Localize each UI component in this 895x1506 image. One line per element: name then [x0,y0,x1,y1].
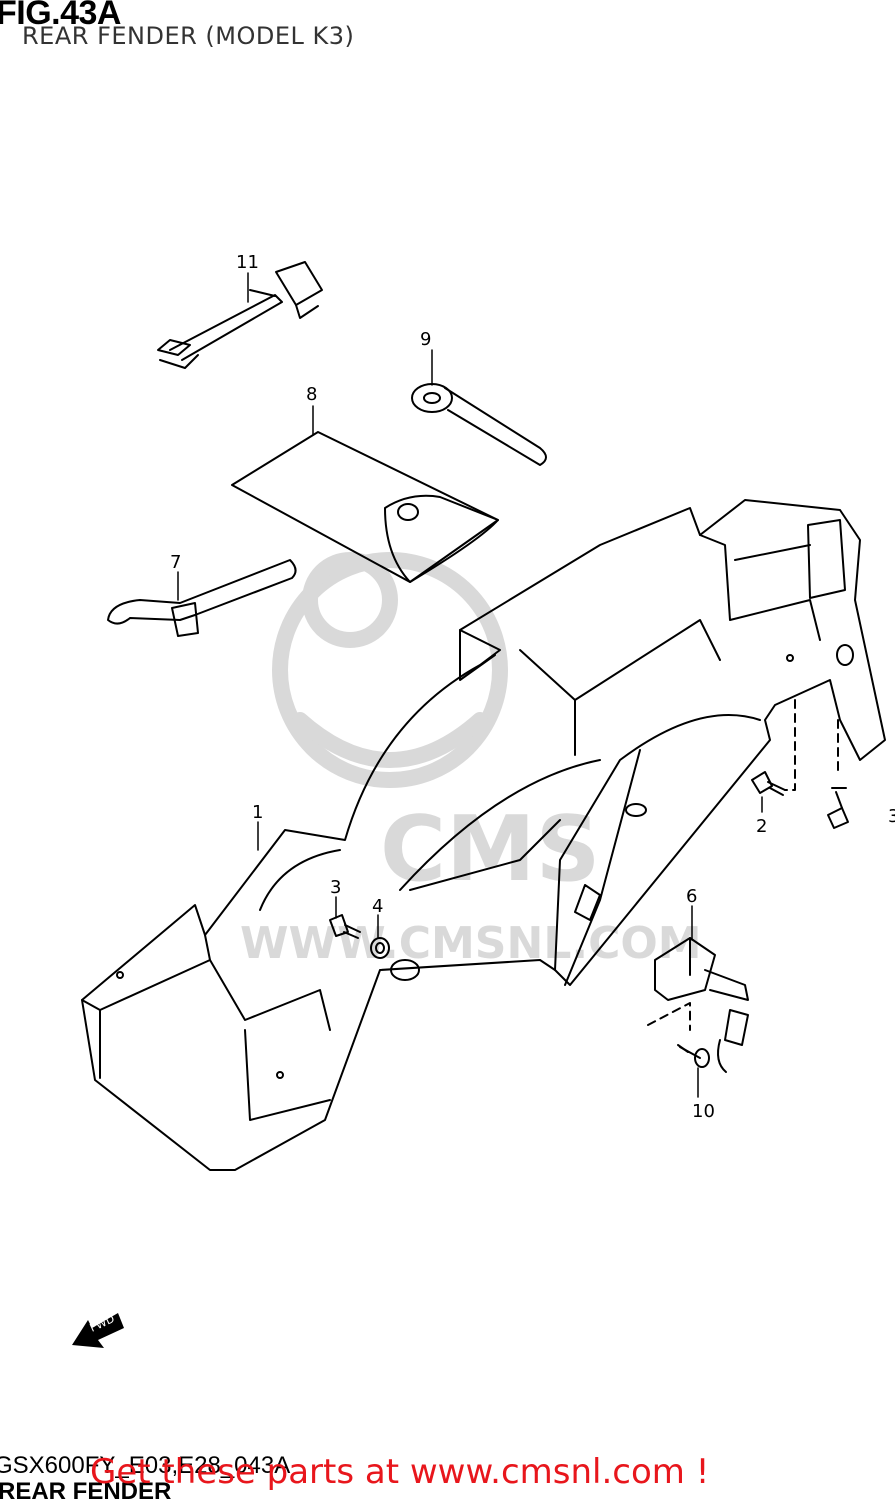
fwd-arrow: FWD [72,1312,124,1348]
part-2-bolt [751,699,796,796]
callout-1: 1 [252,802,263,823]
part-10-wrench [411,383,547,466]
leader-lines [177,272,763,1098]
part-8-manual [231,431,499,583]
callout-3-right: 3 [888,806,895,827]
part-4-washer [370,937,390,959]
part-9-spanner [107,559,297,637]
callout-labels: 11 9 8 7 1 3 4 2 3 6 10 [170,252,895,1122]
callout-10: 9 [420,329,431,350]
figure-title: FIG.43A [0,0,121,32]
part-3-bolt-left [329,914,361,939]
part-7-screw [677,1044,710,1068]
buy-parts-link[interactable]: Get these parts at www.cmsnl.com ! [90,1452,710,1492]
watermark-brand: CMS [380,797,600,902]
watermark-mascot [272,552,508,788]
watermark-url: WWW.CMSNL.COM [240,918,702,969]
callout-11: 11 [236,252,259,273]
part-11-strap [157,261,323,369]
watermark: CMS WWW.CMSNL.COM [240,552,702,969]
callout-3-left: 3 [330,877,341,898]
callout-7: 10 [692,1101,715,1122]
part-1-rear-fender [81,499,886,1171]
callout-8: 8 [306,384,317,405]
part-3-bolt-right [827,719,849,829]
callout-2: 2 [756,816,767,837]
footer-code: GSX600FY_E03,E28_043A [0,1452,291,1479]
callout-4: 4 [372,896,383,917]
part-6-seat-lock [647,937,749,1073]
callout-6: 6 [686,886,697,907]
figure-subtitle: REAR FENDER (MODEL K3) [22,22,355,50]
callout-9: 7 [170,552,181,573]
